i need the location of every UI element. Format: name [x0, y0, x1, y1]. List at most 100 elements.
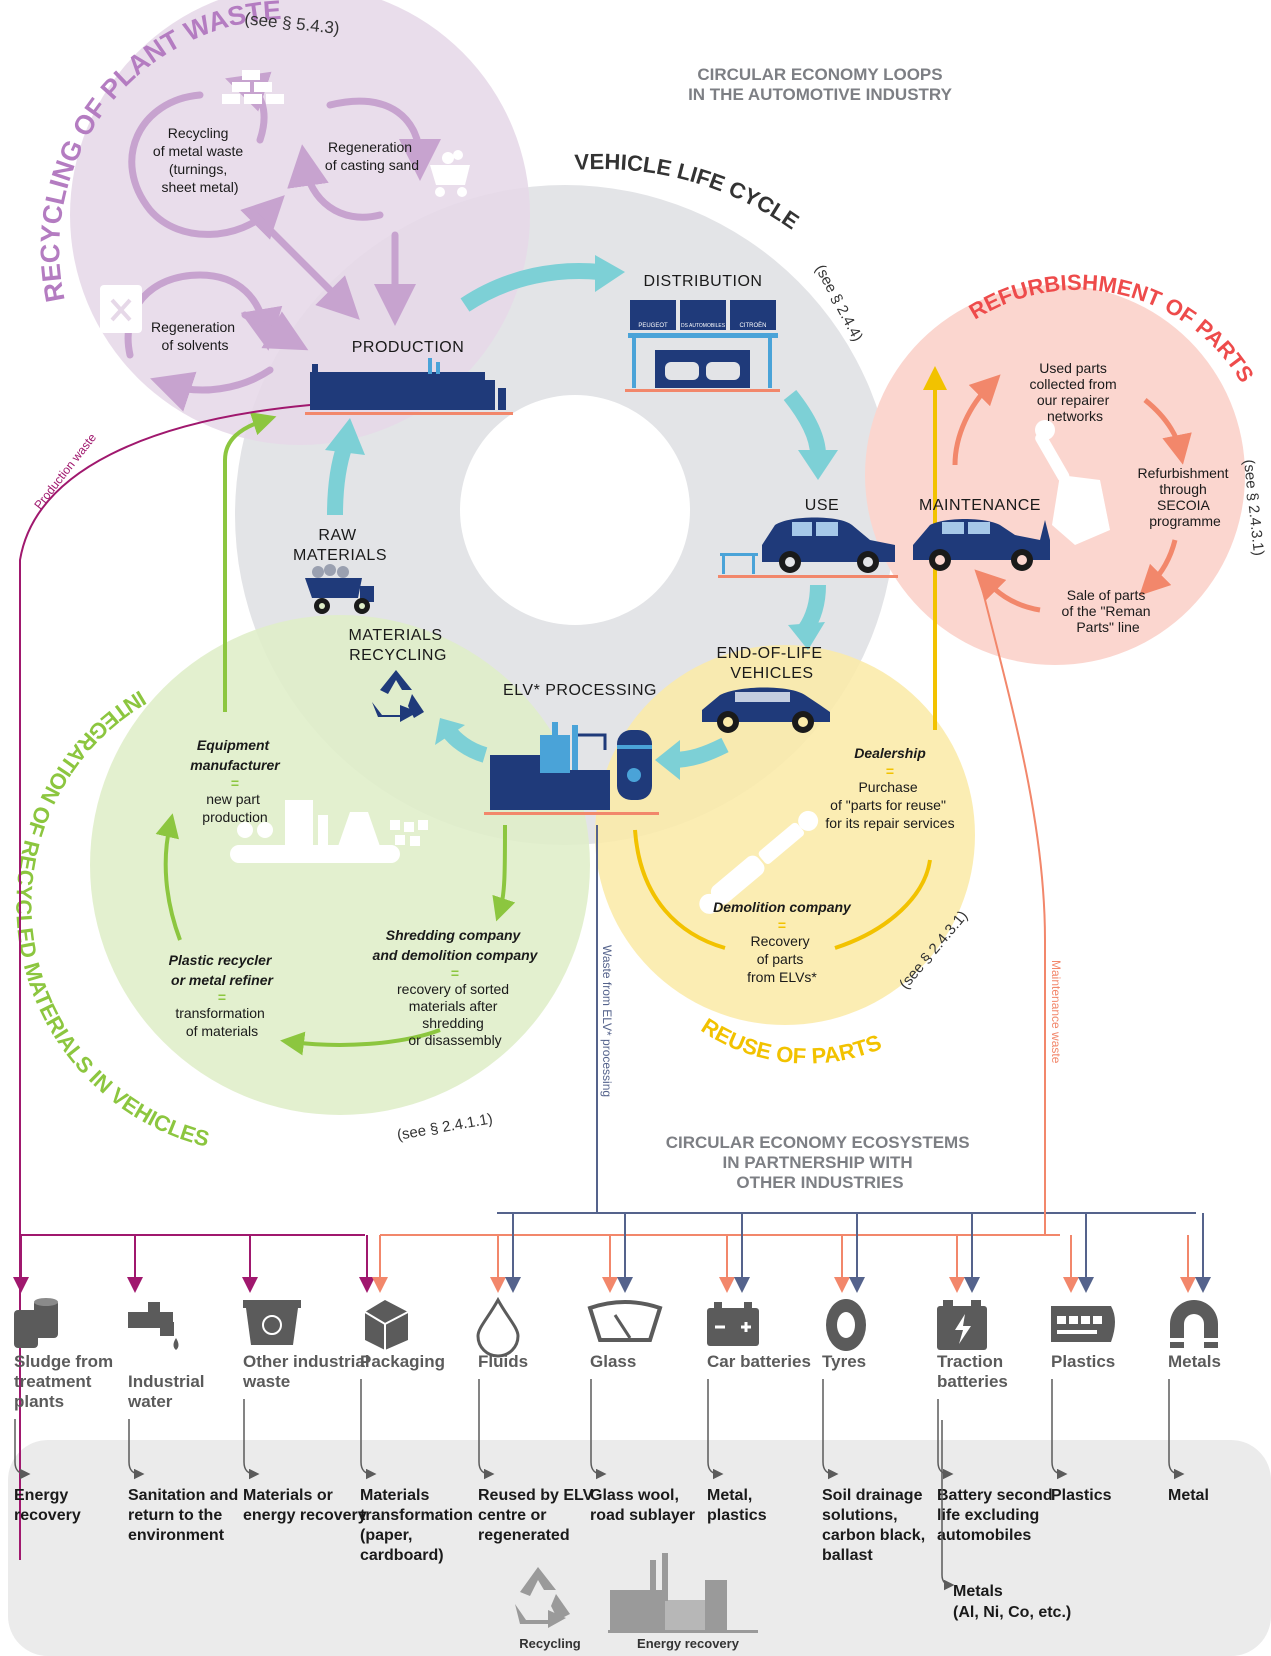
equipment-desc: new part production — [202, 791, 267, 825]
legend-energy-label: Energy recovery — [637, 1636, 740, 1651]
car-maintenance-icon — [913, 519, 1050, 571]
shredding-desc: recovery of sorted materials after shred… — [397, 981, 513, 1048]
ecosystem-category-label: Plastics — [1051, 1352, 1115, 1371]
jerrycan-icon — [100, 285, 142, 333]
ecosystem-category-label: Metals — [1168, 1352, 1221, 1371]
mining-truck-icon — [305, 564, 374, 614]
legend-energy-icon — [608, 1553, 758, 1633]
header-title-1: CIRCULAR ECONOMY LOOPS — [697, 65, 942, 84]
dealership-icon: PEUGEOT DS AUTOMOBILES CITROËN — [625, 300, 780, 392]
plant-waste-circle — [70, 0, 530, 445]
plastic-eq: = — [218, 989, 226, 1005]
bin-icon — [243, 1300, 301, 1345]
plastic-recycler-label: Plastic recycler or metal refiner — [169, 952, 276, 988]
equipment-manufacturer-label: Equipment manufacturer — [190, 737, 281, 773]
svg-text:PEUGEOT: PEUGEOT — [638, 323, 668, 329]
ecosystem-category-label: Tyres — [822, 1352, 866, 1371]
extra-metals-result: Metals (Al, Ni, Co, etc.) — [953, 1583, 1071, 1621]
ingots-icon — [222, 70, 284, 104]
dealership-label: Dealership — [854, 745, 926, 761]
collected-parts-label: Used parts collected from our repairer n… — [1029, 360, 1120, 424]
ecosystem-connector — [128, 1419, 145, 1480]
demolition-desc: Recovery of parts from ELVs* — [747, 933, 817, 985]
traction-battery-icon — [937, 1300, 987, 1350]
dealership-eq: = — [886, 763, 894, 779]
demolition-label: Demolition company — [713, 899, 852, 915]
windshield-icon — [587, 1300, 663, 1342]
extra-metals-connector — [941, 1420, 955, 1591]
ecosystem-connector — [822, 1379, 839, 1480]
distribution-label: DISTRIBUTION — [644, 273, 763, 290]
shock-absorber-icon — [699, 810, 819, 914]
elv-plant-icon — [484, 722, 659, 815]
ecosystem-category-label: Car batteries — [707, 1352, 811, 1371]
demolition-eq: = — [778, 917, 786, 933]
factory-icon — [305, 358, 513, 415]
car-use-icon — [718, 517, 898, 578]
casting-sand-label: Regeneration of casting sand — [325, 139, 419, 173]
battery-icon — [707, 1302, 759, 1346]
ecosystem-category-label: Glass — [590, 1352, 636, 1371]
equipment-eq: = — [231, 775, 239, 791]
ecosystem-connector — [707, 1379, 724, 1480]
plastic-desc: transformation of materials — [175, 1005, 268, 1039]
production-waste-label: Production waste — [31, 430, 99, 511]
drop-icon — [476, 1296, 520, 1358]
ecosystem-connector — [360, 1379, 377, 1480]
barrels-icon — [14, 1298, 58, 1348]
raw-materials-label: RAW MATERIALS — [293, 527, 387, 564]
wrench-hand-icon — [1035, 420, 1110, 545]
secoia-label: Refurbishment through SECOIA programme — [1138, 465, 1233, 529]
tyre-icon — [826, 1299, 866, 1351]
legend-recycling-icon — [515, 1567, 570, 1628]
ecosystem-category-label: Fluids — [478, 1352, 528, 1371]
factory-outline-icon — [230, 800, 428, 863]
elv-waste-label: Waste from ELV* processing — [600, 945, 614, 1097]
integration-ref: (see § 2.4.1.1) — [396, 1110, 494, 1144]
sand-cart-icon — [430, 150, 470, 197]
ecosystem-result: Metal — [1168, 1487, 1209, 1504]
ecosystem-connector — [937, 1399, 954, 1480]
life-cycle-hole — [460, 395, 690, 625]
ecosystem-connector — [243, 1399, 260, 1480]
use-label: USE — [805, 497, 839, 514]
car-eol-icon — [702, 687, 830, 733]
ecosystem-connector — [478, 1379, 495, 1480]
ecosystems-band — [8, 1440, 1271, 1656]
magnet-icon — [1170, 1300, 1218, 1348]
ecosystem-connector — [590, 1379, 607, 1480]
shredding-eq: = — [451, 965, 459, 981]
waste-drop-lines — [13, 1213, 1211, 1293]
materials-recycling-label: MATERIALS RECYCLING — [349, 627, 448, 664]
reman-sale-label: Sale of parts of the "Reman Parts" line — [1062, 587, 1155, 635]
dealership-desc: Purchase of "parts for reuse" for its re… — [825, 779, 954, 831]
production-waste-line — [19, 404, 311, 1560]
box-icon — [364, 1300, 409, 1350]
maintenance-label: MAINTENANCE — [919, 497, 1041, 514]
ecosystem-category-label: Packaging — [360, 1352, 445, 1371]
recycle-symbol-icon — [372, 670, 424, 722]
ecosystem-result: Glass wool,road sublayer — [590, 1487, 695, 1524]
integration-loop-arrows — [155, 412, 516, 1056]
eol-label: END-OF-LIFE VEHICLES — [717, 645, 828, 682]
tap-icon — [128, 1302, 179, 1350]
